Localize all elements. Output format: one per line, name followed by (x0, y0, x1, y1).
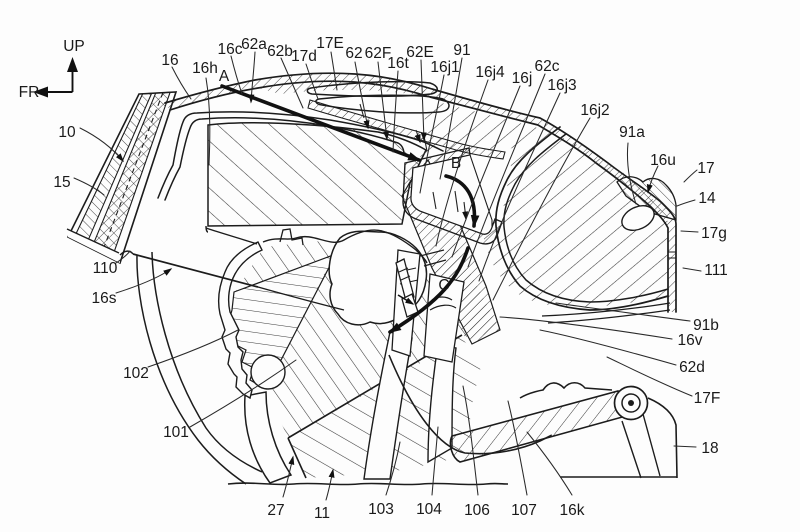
svg-text:UP: UP (63, 38, 85, 55)
svg-text:107: 107 (511, 502, 537, 519)
svg-text:62b: 62b (267, 43, 293, 60)
svg-text:17: 17 (697, 160, 714, 177)
svg-text:103: 103 (368, 501, 394, 518)
svg-text:A: A (219, 68, 230, 85)
svg-text:16j3: 16j3 (547, 77, 576, 94)
svg-text:16j: 16j (512, 70, 533, 87)
svg-text:110: 110 (93, 260, 118, 277)
svg-text:17g: 17g (701, 225, 727, 242)
svg-text:111: 111 (704, 262, 728, 279)
svg-text:62E: 62E (406, 44, 434, 61)
svg-text:16j2: 16j2 (580, 102, 609, 119)
svg-text:17d: 17d (291, 48, 317, 65)
svg-text:16j1: 16j1 (430, 59, 459, 76)
svg-text:16h: 16h (192, 60, 218, 77)
svg-text:18: 18 (701, 440, 718, 457)
svg-text:16s: 16s (92, 290, 117, 307)
svg-text:62F: 62F (365, 45, 392, 62)
svg-text:91: 91 (453, 42, 470, 59)
svg-text:91b: 91b (693, 317, 719, 334)
svg-text:C: C (438, 277, 449, 294)
svg-text:17E: 17E (316, 35, 344, 52)
svg-text:62d: 62d (679, 359, 705, 376)
svg-text:B: B (451, 155, 461, 172)
svg-text:62a: 62a (241, 36, 267, 53)
svg-text:16: 16 (161, 52, 178, 69)
svg-text:102: 102 (123, 365, 149, 382)
svg-text:16t: 16t (387, 55, 409, 72)
svg-text:91a: 91a (619, 124, 645, 141)
svg-text:16j4: 16j4 (475, 64, 505, 81)
svg-text:101: 101 (163, 424, 189, 441)
svg-text:27: 27 (267, 502, 284, 519)
svg-text:62c: 62c (535, 58, 560, 75)
svg-text:16v: 16v (678, 332, 703, 349)
svg-text:62: 62 (345, 45, 362, 62)
svg-text:10: 10 (58, 124, 76, 141)
svg-text:11: 11 (314, 505, 330, 522)
svg-text:14: 14 (698, 190, 716, 207)
svg-text:16k: 16k (560, 502, 585, 519)
svg-text:16u: 16u (650, 152, 676, 169)
svg-text:106: 106 (464, 502, 490, 519)
svg-text:16c: 16c (218, 41, 243, 58)
svg-text:104: 104 (416, 501, 442, 518)
svg-text:FR: FR (19, 84, 40, 101)
svg-text:17F: 17F (694, 390, 721, 407)
svg-text:15: 15 (53, 174, 70, 191)
